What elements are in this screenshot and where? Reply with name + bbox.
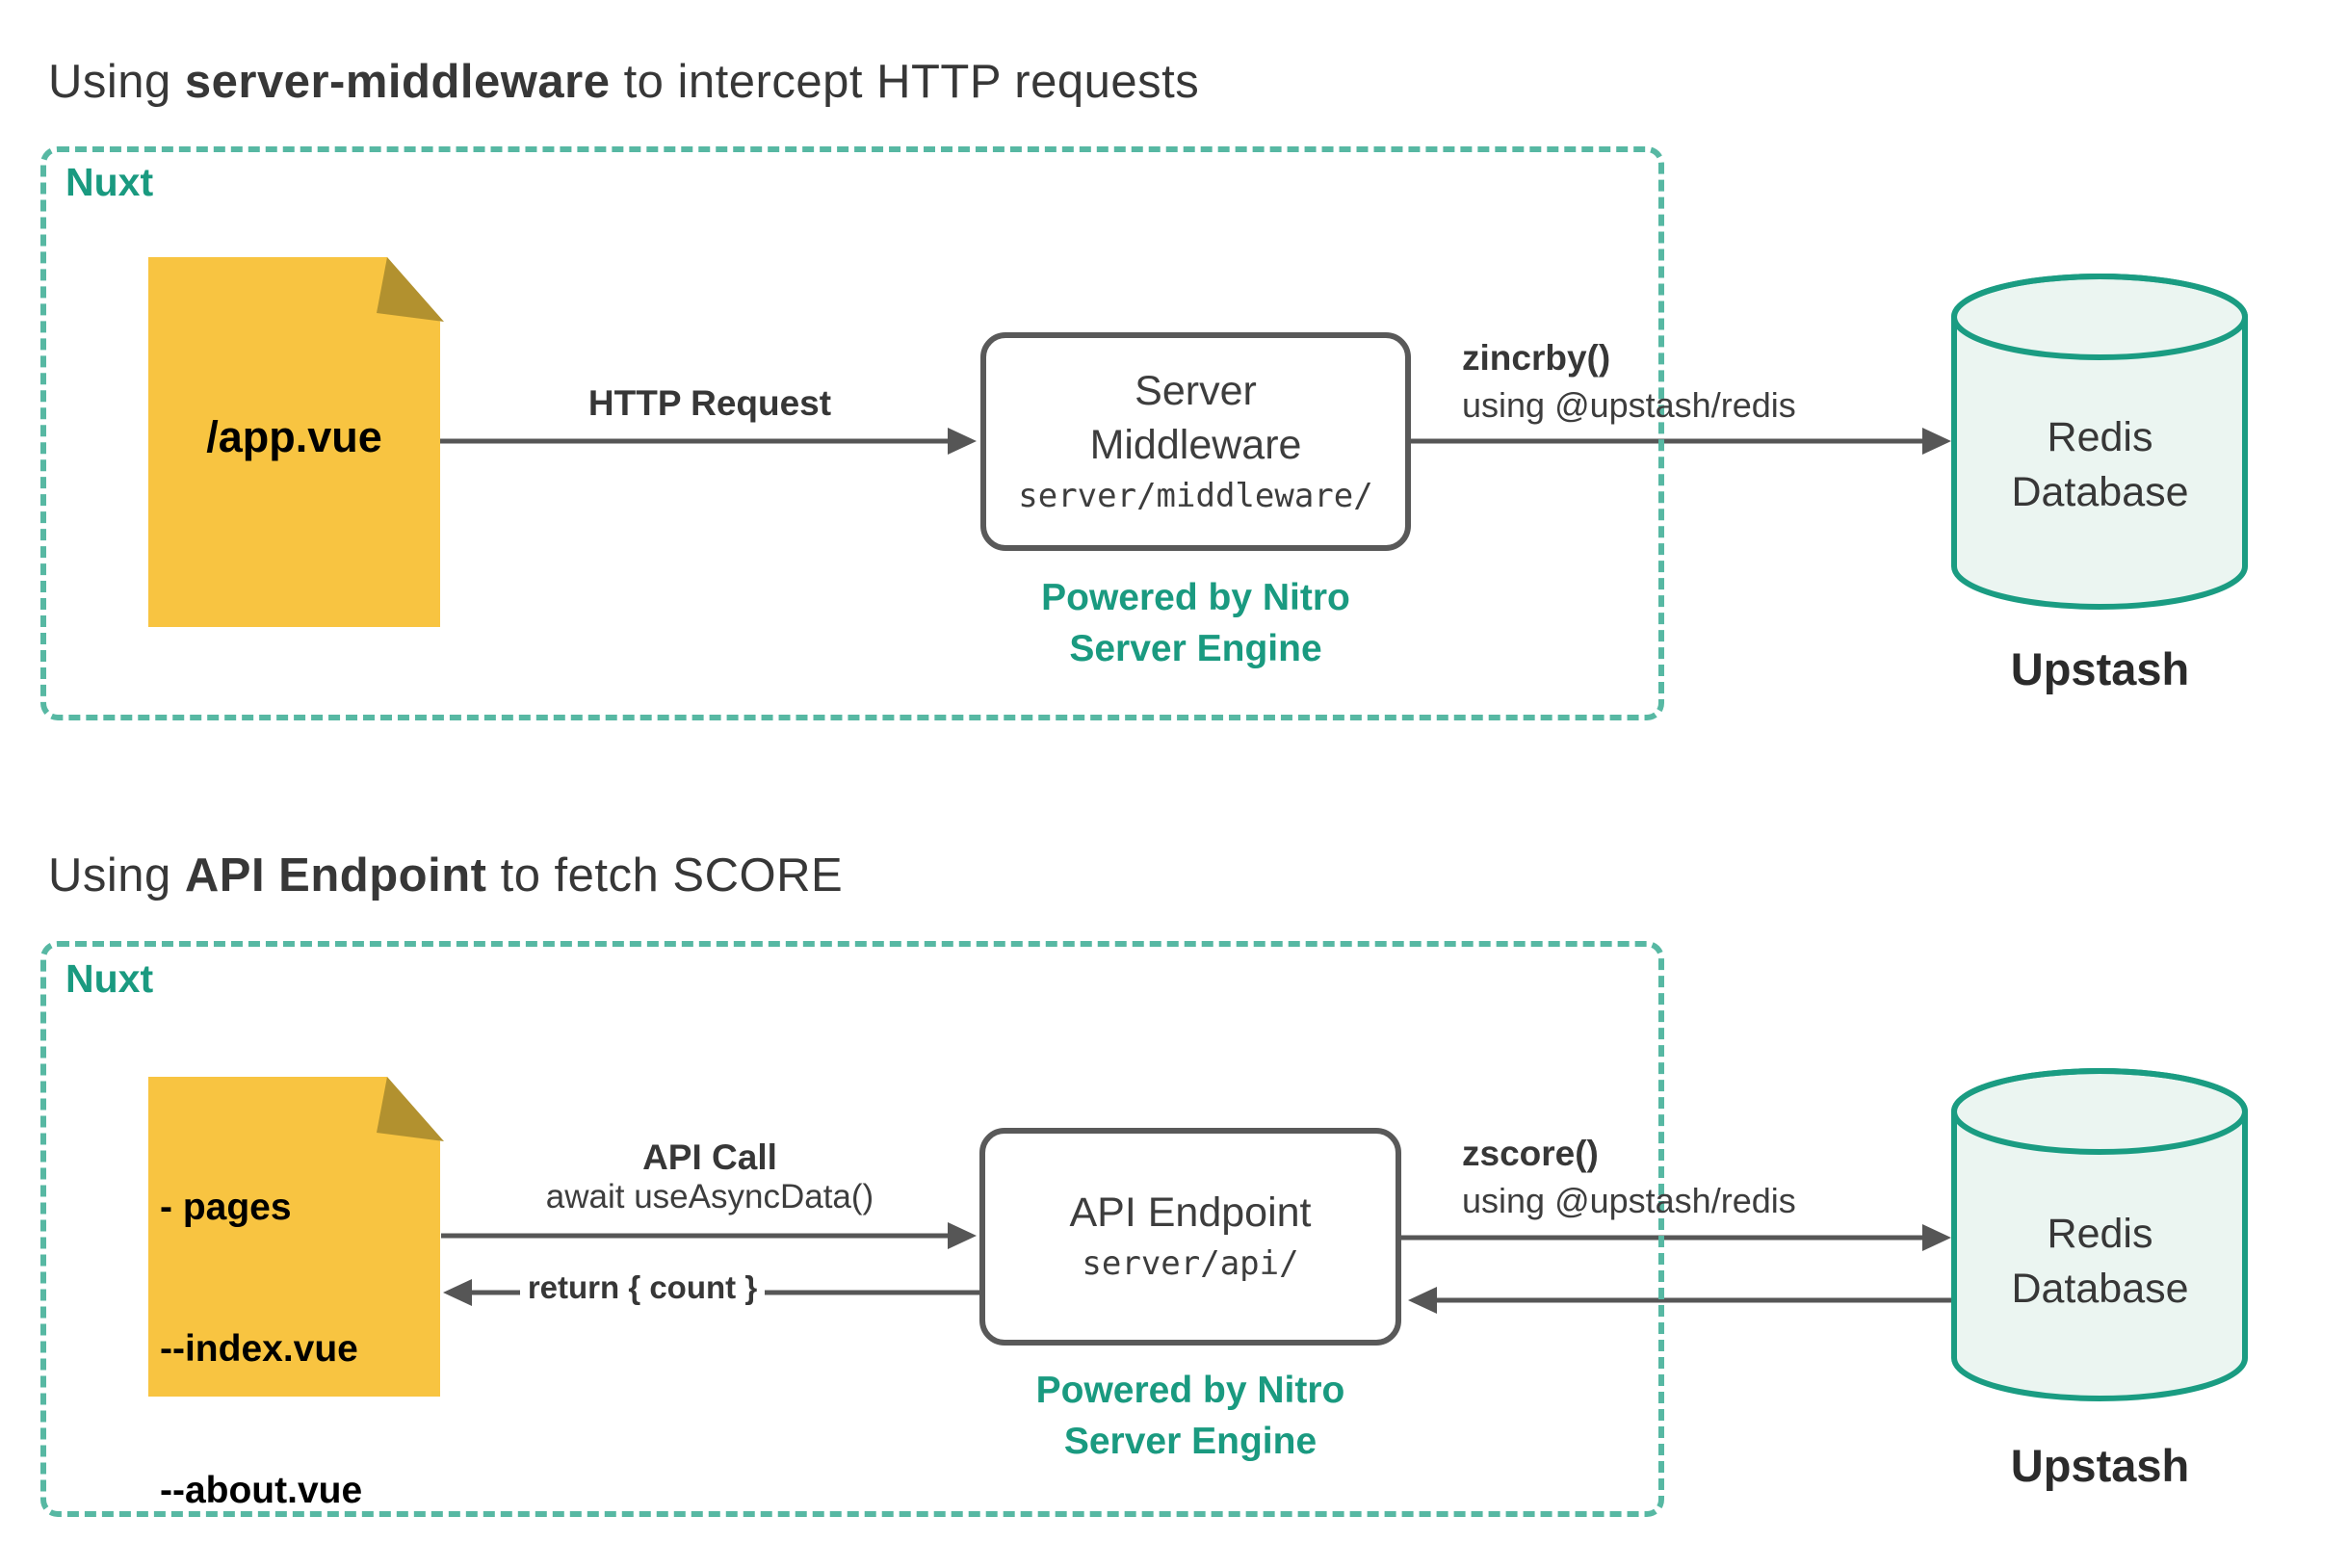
vue-file-icon xyxy=(148,257,444,627)
engine-note-line: Server Engine xyxy=(1063,1421,1317,1462)
upstash-caption: Upstash xyxy=(2010,1440,2190,1491)
app-vue-file-label: /app.vue xyxy=(206,412,382,461)
upstash-caption: Upstash xyxy=(2010,643,2190,694)
process-name-line: Middleware xyxy=(1089,421,1302,468)
section-title-api-endpoint: Using API Endpoint to fetch SCORE xyxy=(48,849,843,902)
pages-file-label: - pages --index.vue --about.vue xyxy=(160,1089,362,1568)
file-fold-corner xyxy=(377,1077,444,1141)
api-call-title: API Call xyxy=(642,1137,777,1177)
cylinder-top-rim xyxy=(1951,274,2248,360)
redis-return-arrow xyxy=(1408,1287,1954,1314)
title-suffix: to fetch SCORE xyxy=(486,849,844,902)
process-name-line: Server xyxy=(1135,367,1257,414)
zscore-call-label: zscore() using @upstash/redis xyxy=(1462,1131,1796,1224)
engine-note-line: Server Engine xyxy=(1069,628,1322,669)
arrowhead-right-icon xyxy=(948,428,977,455)
file-line: --about.vue xyxy=(160,1470,363,1511)
nuxt-frame xyxy=(40,941,1664,1517)
redis-database-cylinder xyxy=(1951,274,2248,610)
db-name-line: Redis xyxy=(2047,1211,2153,1257)
redis-database-label: Redis Database xyxy=(1954,1207,2246,1317)
process-path: server/middleware/ xyxy=(1018,476,1373,515)
cylinder-top-rim xyxy=(1951,1068,2248,1155)
file-body xyxy=(148,1077,440,1397)
file-line: --index.vue xyxy=(160,1328,358,1370)
nuxt-frame xyxy=(40,146,1664,720)
return-count-label: return { count } xyxy=(373,1269,912,1306)
arrowhead-left-icon xyxy=(443,1279,472,1306)
redis-database-cylinder xyxy=(1951,1068,2248,1401)
api-call-label: API Call await useAsyncData() xyxy=(441,1137,978,1216)
db-command-detail: using @upstash/redis xyxy=(1462,1181,1796,1220)
nitro-engine-note: Powered by Nitro Server Engine xyxy=(980,572,1411,674)
pages-file-icon xyxy=(148,1077,444,1397)
db-command: zincrby() xyxy=(1462,338,1611,378)
arrowhead-right-icon xyxy=(948,1222,977,1249)
zincrby-call-label: zincrby() using @upstash/redis xyxy=(1462,335,1796,429)
engine-note-line: Powered by Nitro xyxy=(1035,1370,1345,1411)
engine-note-line: Powered by Nitro xyxy=(1041,577,1350,618)
db-command: zscore() xyxy=(1462,1134,1599,1173)
section-title-server-middleware: Using server-middleware to intercept HTT… xyxy=(48,55,1199,109)
title-prefix: Using xyxy=(48,849,185,902)
http-request-arrow xyxy=(440,428,977,455)
title-suffix: to intercept HTTP requests xyxy=(610,56,1200,108)
file-body xyxy=(148,257,440,627)
zincrby-arrow xyxy=(1411,428,1951,455)
redis-database-label: Redis Database xyxy=(1954,410,2246,520)
http-request-label: HTTP Request xyxy=(587,383,832,423)
nuxt-frame-label: Nuxt xyxy=(65,956,154,1001)
db-command-detail: using @upstash/redis xyxy=(1462,385,1796,425)
arrowhead-right-icon xyxy=(1922,428,1951,455)
nuxt-frame-label: Nuxt xyxy=(65,160,154,204)
db-name-line: Database xyxy=(2011,469,2189,515)
title-emphasis: API Endpoint xyxy=(184,849,487,902)
server-middleware-box: Server Middleware server/middleware/ xyxy=(980,332,1411,551)
db-name-line: Redis xyxy=(2047,414,2153,460)
api-call-detail: await useAsyncData() xyxy=(545,1178,874,1215)
arrowhead-right-icon xyxy=(1922,1224,1951,1251)
file-line: - pages xyxy=(160,1187,292,1228)
file-fold-corner xyxy=(377,257,444,322)
arrowhead-left-icon xyxy=(1408,1287,1437,1314)
title-prefix: Using xyxy=(48,56,185,108)
db-name-line: Database xyxy=(2011,1266,2189,1312)
process-path: server/api/ xyxy=(1082,1244,1299,1283)
title-emphasis: server-middleware xyxy=(184,56,611,108)
process-name-line: API Endpoint xyxy=(1069,1189,1312,1236)
api-call-arrow xyxy=(441,1222,977,1249)
nitro-engine-note: Powered by Nitro Server Engine xyxy=(979,1365,1401,1467)
api-endpoint-box: API Endpoint server/api/ xyxy=(979,1128,1401,1346)
